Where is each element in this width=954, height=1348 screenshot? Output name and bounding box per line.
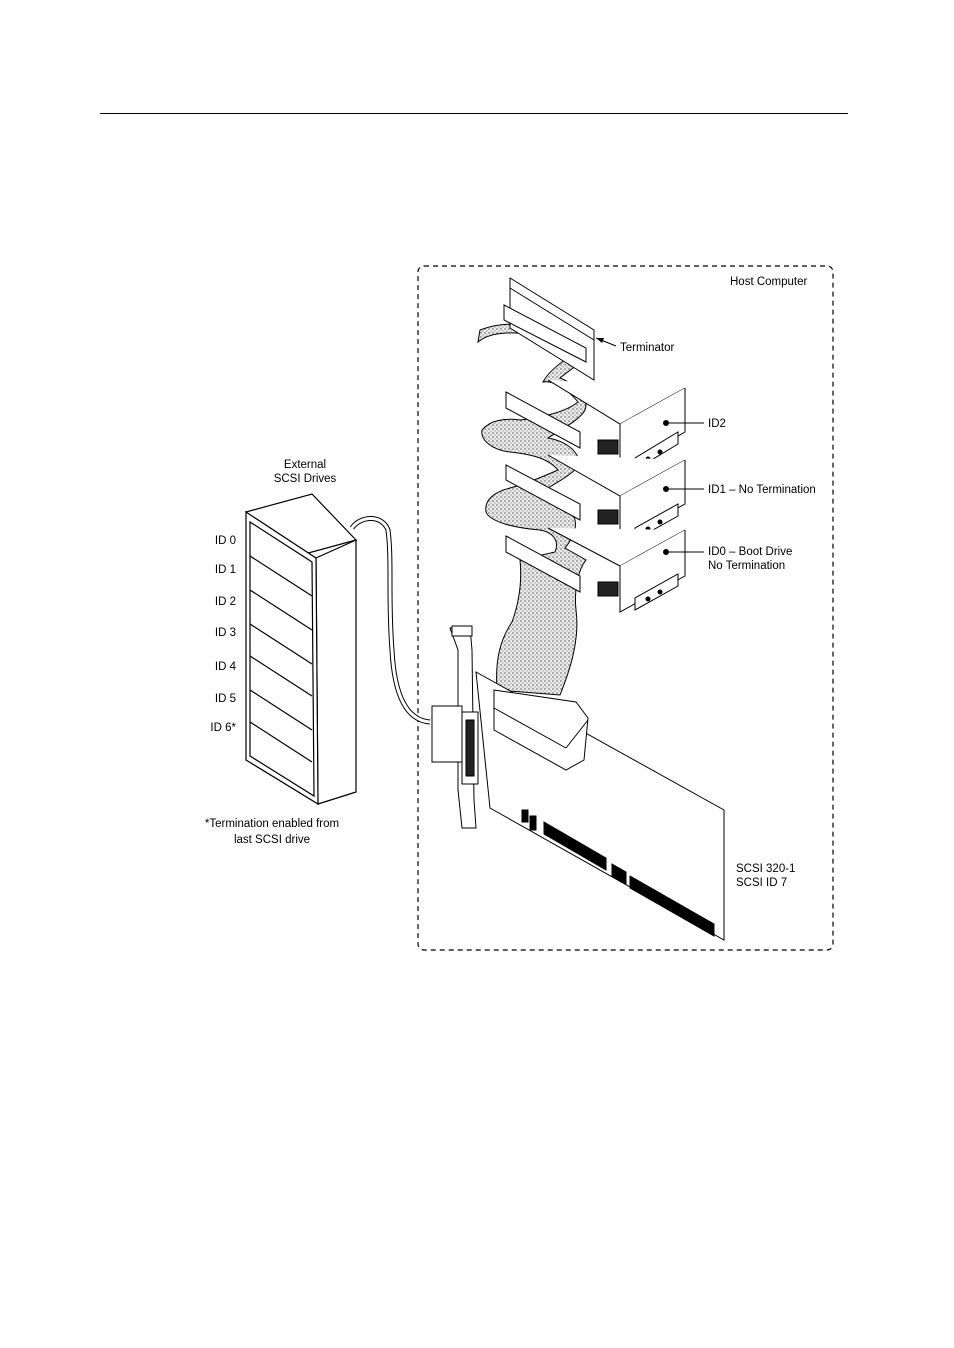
card-label-line1: SCSI 320-1	[736, 863, 795, 875]
drive-id0-label: ID0 – Boot Drive	[708, 546, 792, 558]
card-label-line2: SCSI ID 7	[736, 877, 787, 889]
termination-footnote-line2: last SCSI drive	[234, 834, 310, 846]
internal-drive-id2	[505, 379, 686, 471]
drive-label-pointers	[663, 420, 704, 555]
terminator-pointer	[595, 337, 617, 347]
external-id-label: ID 5	[215, 693, 236, 705]
external-cable-inner	[350, 517, 431, 724]
terminator	[503, 277, 595, 381]
external-id-label: ID 4	[215, 661, 237, 673]
host-computer-boundary	[417, 265, 834, 951]
external-drives-title-line2: SCSI Drives	[274, 473, 337, 485]
external-id-label: ID 1	[215, 564, 236, 576]
external-id-labels: ID 0 ID 1 ID 2 ID 3 ID 4 ID 5 ID 6*	[210, 535, 236, 734]
card-edge-connector	[521, 809, 715, 937]
external-drive-enclosure	[244, 493, 358, 806]
host-computer-label: Host Computer	[730, 276, 808, 288]
external-drives-title-line1: External	[284, 459, 326, 471]
drive-id1-label: ID1 – No Termination	[708, 484, 816, 496]
terminator-label: Terminator	[620, 342, 674, 354]
external-id-label: ID 0	[215, 535, 236, 547]
drive-id2-label: ID2	[708, 418, 726, 430]
external-id-label: ID 6*	[210, 722, 236, 734]
drive-id0-label-line2: No Termination	[708, 560, 785, 572]
internal-drive-id0	[505, 527, 686, 613]
external-id-label: ID 3	[215, 627, 236, 639]
termination-footnote-line1: *Termination enabled from	[205, 818, 339, 830]
scsi-host-adapter-card	[431, 625, 725, 941]
external-id-label: ID 2	[215, 596, 236, 608]
